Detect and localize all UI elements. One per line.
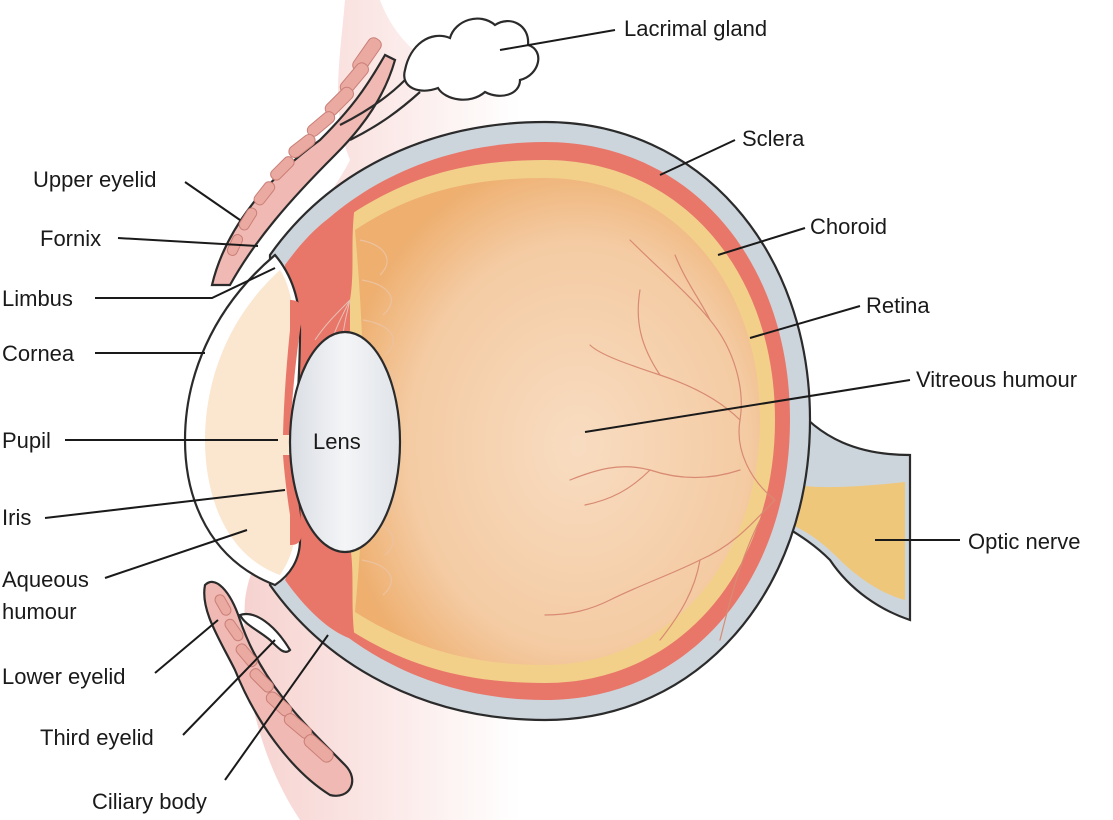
label-limbus: Limbus xyxy=(2,286,73,311)
leader-lines xyxy=(44,29,960,781)
lacrimal-gland-shape xyxy=(403,17,540,101)
label-cornea: Cornea xyxy=(2,341,75,366)
iris-shape xyxy=(283,300,302,435)
label-aqueous-humour-line2: humour xyxy=(2,599,77,624)
lens-shape xyxy=(288,330,402,554)
label-lower-eyelid: Lower eyelid xyxy=(2,664,126,689)
label-ciliary-body: Ciliary body xyxy=(92,789,207,814)
lower-eyelid-shape xyxy=(203,580,354,797)
label-iris: Iris xyxy=(2,505,31,530)
third-eyelid-shape xyxy=(238,612,292,654)
label-lens: Lens xyxy=(313,429,361,454)
label-sclera: Sclera xyxy=(742,126,805,151)
label-lacrimal-gland: Lacrimal gland xyxy=(624,16,767,41)
label-pupil: Pupil xyxy=(2,428,51,453)
retinal-vessels xyxy=(544,239,776,641)
label-fornix: Fornix xyxy=(40,226,101,251)
optic-nerve-shape xyxy=(775,480,905,600)
aqueous-humour-shape xyxy=(205,270,295,575)
label-vitreous-humour: Vitreous humour xyxy=(916,367,1077,392)
label-retina: Retina xyxy=(866,293,930,318)
label-upper-eyelid: Upper eyelid xyxy=(33,167,157,192)
ciliary-body-top xyxy=(285,205,355,304)
upper-eyelid-shape xyxy=(210,37,397,287)
ciliary-body-bottom xyxy=(285,541,355,640)
label-optic-nerve: Optic nerve xyxy=(968,529,1081,554)
label-aqueous-humour-line1: Aqueous xyxy=(2,567,89,592)
label-third-eyelid: Third eyelid xyxy=(40,725,154,750)
label-choroid: Choroid xyxy=(810,214,887,239)
vitreous-humour-shape xyxy=(355,178,760,665)
